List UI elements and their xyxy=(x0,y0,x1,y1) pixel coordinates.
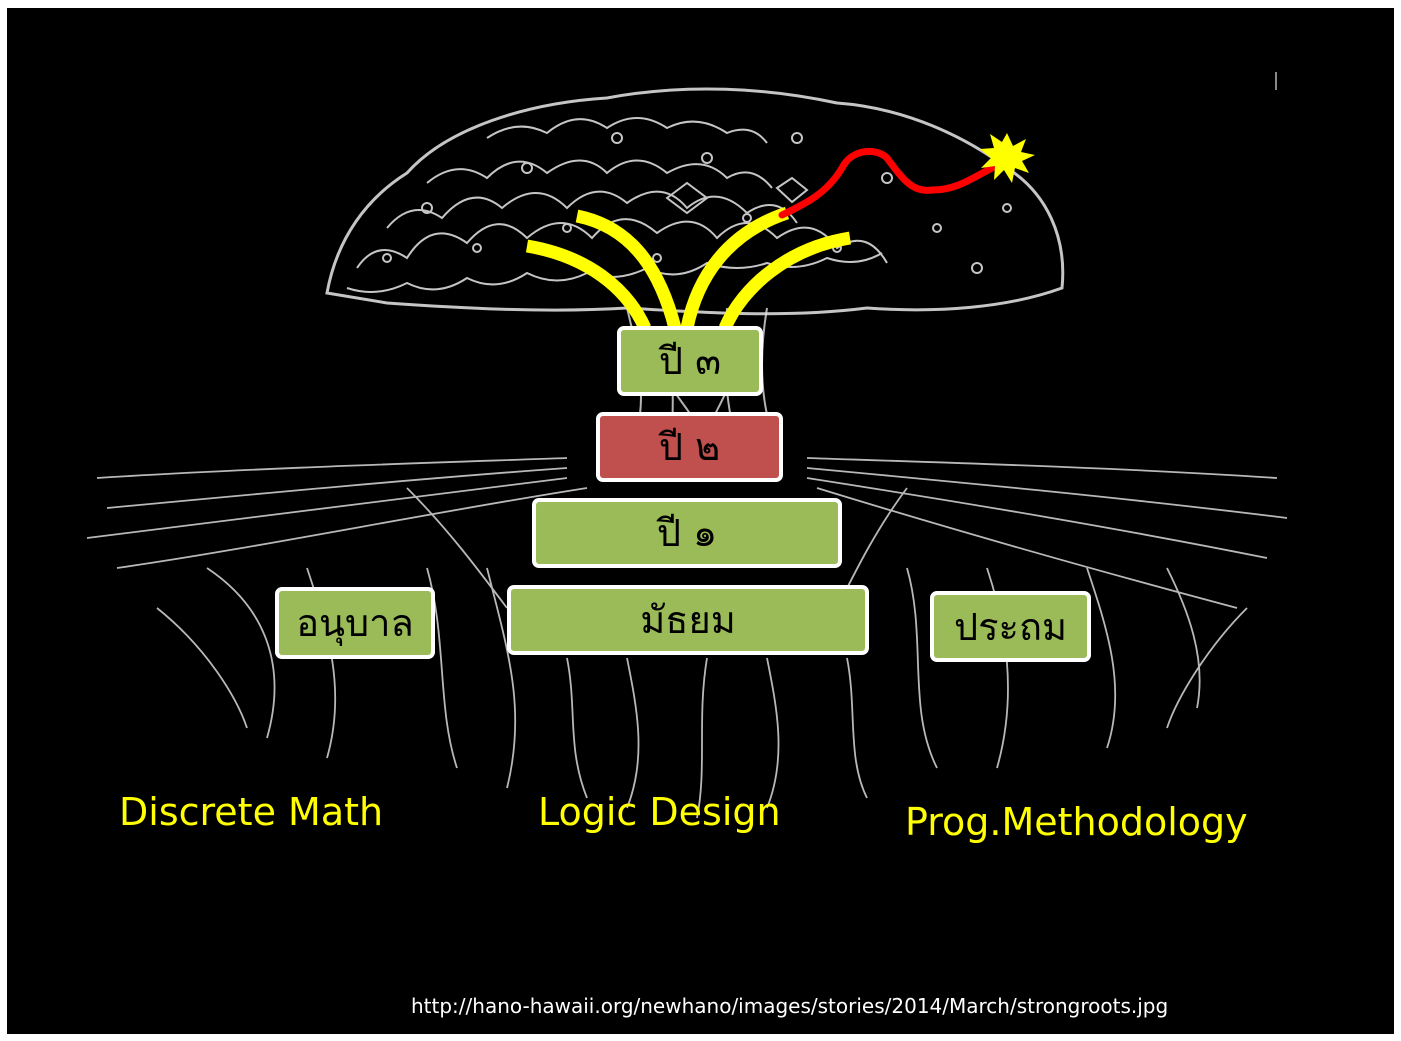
branch-2 xyxy=(575,209,682,330)
starburst-icon xyxy=(980,133,1035,183)
red-branch xyxy=(778,147,996,219)
box-secondary: มัธยม xyxy=(507,585,869,655)
box-primary: ประถม xyxy=(930,591,1091,662)
label-logic-design: Logic Design xyxy=(538,790,781,834)
box-year3: ปี ๓ xyxy=(617,326,763,396)
box-kindergarten: อนุบาล xyxy=(275,587,435,659)
slide: ปี ๓ ปี ๒ ปี ๑ มัธยม อนุบาล ประถม Discre… xyxy=(7,8,1394,1034)
yellow-branches xyxy=(525,206,852,331)
source-url: http://hano-hawaii.org/newhano/images/st… xyxy=(411,994,1169,1018)
tree-canopy xyxy=(325,87,1065,316)
tree-illustration xyxy=(86,72,1288,819)
box-year1: ปี ๑ xyxy=(532,498,842,568)
tree-roots xyxy=(86,457,1288,819)
box-year2: ปี ๒ xyxy=(596,412,783,482)
branch-4 xyxy=(719,231,852,331)
branch-1 xyxy=(525,239,651,331)
branch-3 xyxy=(680,206,790,330)
label-discrete-math: Discrete Math xyxy=(119,790,384,834)
label-prog-methodology: Prog.Methodology xyxy=(905,800,1248,844)
